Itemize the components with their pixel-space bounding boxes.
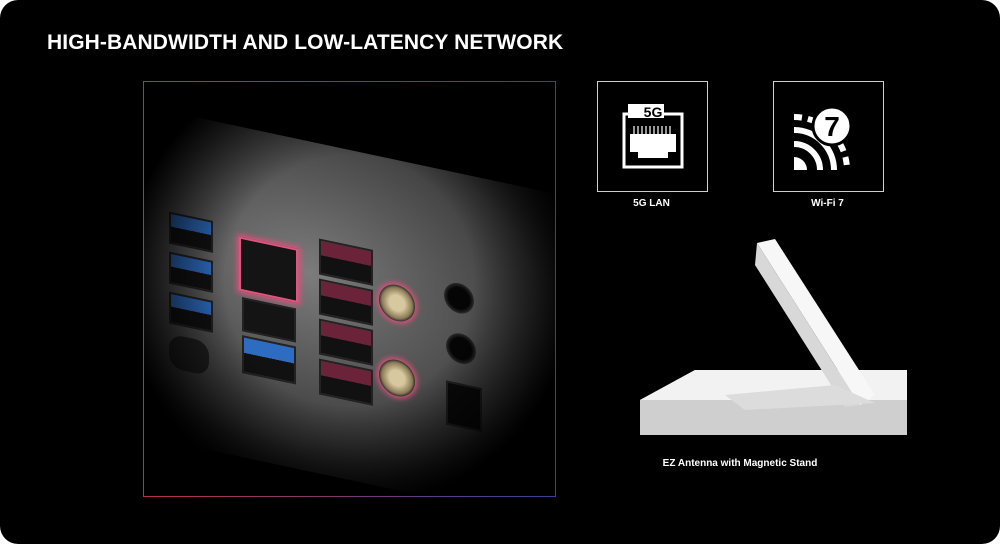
feature-wifi-7: 7 <box>773 81 884 192</box>
lan-badge: 5G <box>644 104 663 120</box>
ethernet-port-icon: 5G <box>622 104 684 169</box>
io-panel-photo <box>143 81 556 497</box>
feature-5g-lan: 5G <box>597 81 708 192</box>
ez-antenna-image <box>640 239 907 435</box>
wifi-7-icon: 7 <box>793 105 853 171</box>
feature-label-5g-lan: 5G LAN <box>633 198 670 209</box>
page-title: HIGH-BANDWIDTH AND LOW-LATENCY NETWORK <box>47 31 564 54</box>
feature-label-wifi-7: Wi-Fi 7 <box>811 198 844 209</box>
wifi-badge: 7 <box>824 111 840 142</box>
antenna-caption: EZ Antenna with Magnetic Stand <box>662 458 818 469</box>
